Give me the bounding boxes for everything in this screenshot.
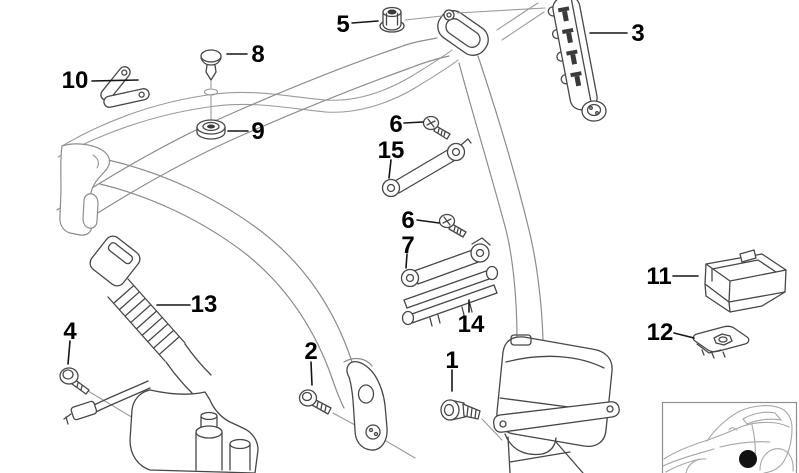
body-context-lines xyxy=(57,2,545,459)
location-marker-dot xyxy=(739,450,757,468)
part-14-sill-bar xyxy=(401,265,499,327)
belt-webbing-to-retractor xyxy=(458,55,544,341)
belt-anchor-loop xyxy=(437,9,489,56)
part-13-buckle-tensioner xyxy=(63,235,259,473)
callout-8: 8 xyxy=(226,41,265,68)
callout-3: 3 xyxy=(589,20,645,47)
callout-9: 9 xyxy=(227,118,265,145)
callout-label-12: 12 xyxy=(647,319,674,346)
part-5-hex-nut xyxy=(379,6,405,33)
part-12-plate-nut xyxy=(692,325,750,359)
part-7-bracket-strap xyxy=(400,237,491,288)
callout-label-10: 10 xyxy=(62,67,89,94)
part-3-height-adjuster-rail xyxy=(547,0,607,122)
callout-2: 2 xyxy=(304,338,318,386)
callout-label-4: 4 xyxy=(63,318,77,345)
callout-7: 7 xyxy=(401,232,415,269)
belt-webbing-lap xyxy=(99,159,373,409)
retractor-assembly xyxy=(493,334,620,473)
callout-label-15: 15 xyxy=(378,137,405,164)
callout-4: 4 xyxy=(63,318,77,365)
car-location-inset xyxy=(661,401,798,473)
part-1-anchor-bolt xyxy=(440,399,481,421)
callout-6-lower: 6 xyxy=(401,207,440,234)
callout-5: 5 xyxy=(336,11,379,38)
part-2-bolt xyxy=(298,389,332,415)
pillar-bracket xyxy=(59,143,111,236)
callout-10: 10 xyxy=(62,67,139,94)
part-9-grommet xyxy=(196,119,226,140)
callout-1: 1 xyxy=(445,347,459,392)
part-15-bracket-strap xyxy=(381,138,472,198)
callout-label-2: 2 xyxy=(304,338,317,365)
callout-11: 11 xyxy=(646,263,699,290)
part-6-screw-lower xyxy=(438,213,467,238)
callout-label-13: 13 xyxy=(191,291,218,318)
callout-label-1: 1 xyxy=(445,347,458,374)
callout-13: 13 xyxy=(156,291,218,318)
callout-6-upper: 6 xyxy=(389,111,424,138)
belt-webbing-shoulder xyxy=(56,37,450,233)
inset-frame xyxy=(661,401,798,473)
callout-label-9: 9 xyxy=(251,118,264,145)
callout-label-6-lower: 6 xyxy=(401,207,414,234)
callout-label-6-upper: 6 xyxy=(389,111,402,138)
callout-label-8: 8 xyxy=(251,41,264,68)
callout-label-11: 11 xyxy=(646,263,671,290)
lap-belt-end-fitting xyxy=(346,361,388,451)
nut-axis-line xyxy=(404,7,546,21)
rail-slots xyxy=(557,6,582,87)
callout-label-14: 14 xyxy=(458,311,485,338)
callouts: 5 3 8 10 9 6 15 6 xyxy=(62,11,699,392)
part-10-folded-bracket xyxy=(100,66,150,108)
part-6-screw-upper xyxy=(422,115,451,140)
coil-ribs xyxy=(113,285,180,355)
callout-label-5: 5 xyxy=(336,11,349,38)
part-4-bolt xyxy=(59,367,90,395)
callout-12: 12 xyxy=(647,319,695,346)
part-8-trim-cap xyxy=(200,49,222,120)
callout-15: 15 xyxy=(378,137,405,179)
callout-label-7: 7 xyxy=(401,232,414,259)
callout-label-3: 3 xyxy=(631,20,644,47)
callout-14: 14 xyxy=(458,299,485,338)
part-11-cover xyxy=(704,249,787,313)
